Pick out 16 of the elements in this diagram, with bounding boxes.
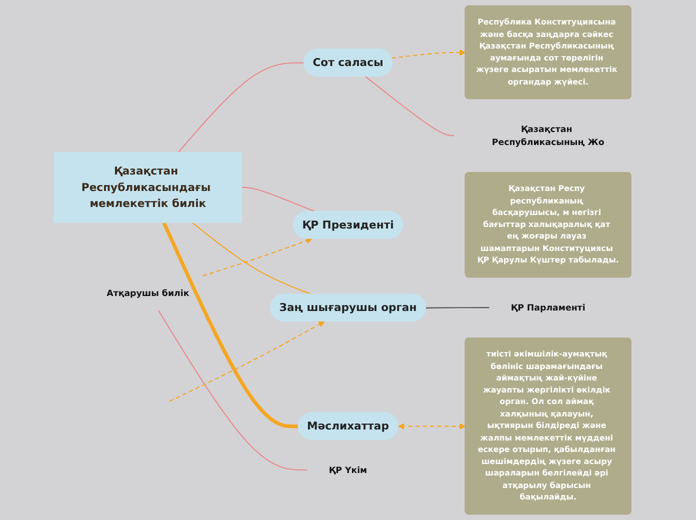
connector	[242, 186, 316, 212]
node-text: ҚР Парламенті	[510, 302, 586, 313]
node-text: Қазақстан Республикасының Жо	[492, 124, 604, 148]
connector	[365, 76, 454, 136]
connector	[192, 222, 312, 295]
node-box: Қазақстан Республикасындағы мемлекеттік билік	[54, 152, 242, 223]
connector	[178, 62, 304, 153]
connector	[158, 310, 308, 470]
node-text: Атқарушы билік	[106, 288, 190, 298]
connector	[162, 222, 299, 428]
arrow	[398, 423, 466, 430]
arrow	[169, 321, 325, 402]
node-text: ҚР Үкім	[328, 464, 368, 475]
connector	[426, 307, 490, 308]
arrow	[202, 238, 312, 276]
arrow	[391, 49, 466, 59]
